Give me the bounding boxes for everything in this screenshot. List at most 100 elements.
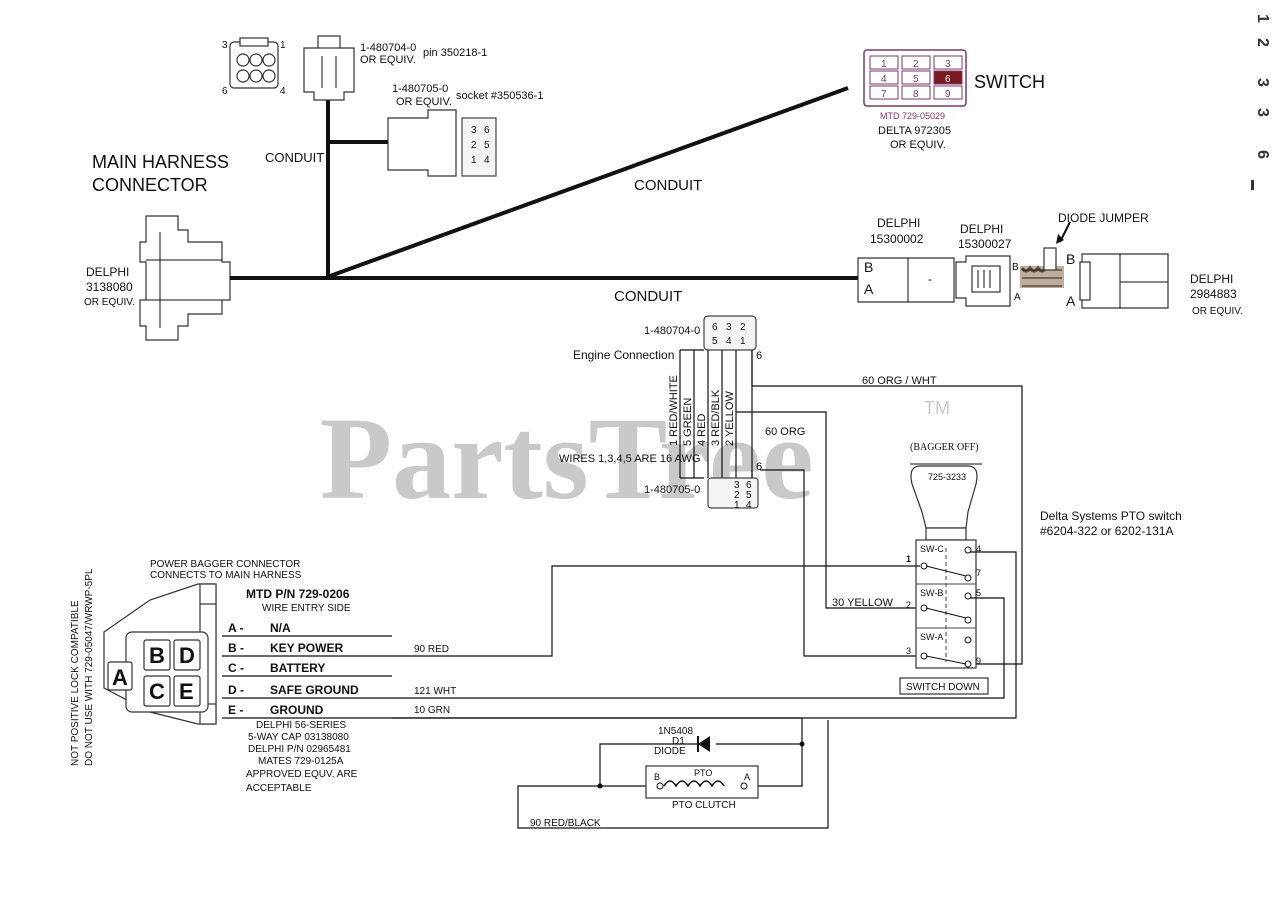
pto-clutch: 1N5408 D1 DIODE B A PTO PTO CLUTCH 90 RE… — [392, 717, 829, 829]
cavity-letter: D — [179, 643, 195, 668]
pin-label: 1 — [906, 554, 911, 564]
wire-label: 5 GREEN — [682, 398, 694, 446]
pin-label: 5 — [484, 140, 490, 151]
pin-label: 6 — [746, 480, 752, 491]
bagger-note: DELPHI P/N 02965481 — [248, 744, 351, 755]
switch-down-label: SWITCH DOWN — [906, 682, 980, 693]
clutch-box — [645, 765, 759, 799]
connector-15300027 — [955, 255, 1011, 307]
watermark-tm: TM — [924, 398, 950, 418]
pin-label: 6 — [484, 125, 490, 136]
row-name: N/A — [270, 621, 291, 635]
switch-pin: 8 — [913, 89, 919, 100]
bagger-note: APPROVED EQUV. ARE — [246, 769, 358, 780]
conn-480704-label: 1-480704-0 — [360, 42, 416, 54]
wire-90-red-black: 90 RED/BLACK — [530, 818, 601, 829]
top-harness: MAIN HARNESS CONNECTOR DELPHI 3138080 OR… — [84, 35, 1243, 341]
power-bagger-connector: POWER BAGGER CONNECTOR CONNECTS TO MAIN … — [70, 551, 1017, 794]
wire-60-org: 60 ORG — [765, 426, 805, 438]
switch-contacts — [920, 546, 972, 668]
awg-note: WIRES 1,3,4,5 ARE 16 AWG — [559, 453, 700, 465]
wire-label: 3 RED/BLK — [710, 389, 722, 446]
pin-label: B — [1012, 262, 1019, 273]
switch-title: SWITCH — [974, 72, 1045, 92]
delphi-15300027-l2: 15300027 — [958, 237, 1012, 251]
row-pin: D - — [228, 683, 244, 697]
delphi-2984883-l3: OR EQUIV. — [1192, 306, 1243, 317]
margin-marks: 1 2 3 3 6 — [1248, 0, 1271, 200]
pin-label: B — [864, 259, 873, 275]
connector-480704-face: 3 1 6 4 — [222, 37, 286, 97]
row-name: SAFE GROUND — [270, 683, 359, 697]
pto-switch: (BAGGER OFF) 725-3233 SW-C SW-B SW-A 1 2… — [899, 442, 1182, 695]
switch-down-box — [899, 677, 989, 695]
cavity-letter: B — [149, 643, 165, 668]
switch-section: SW-A — [920, 632, 943, 642]
row-name: KEY POWER — [270, 641, 343, 655]
bagger-side-note-1: NOT POSITIVE LOCK COMPATIBLE — [70, 600, 81, 766]
connector-15300002 — [857, 257, 955, 303]
pin-label: 2 — [734, 490, 740, 501]
delphi-2984883-l1: DELPHI — [1190, 272, 1233, 286]
pin-label: 5 — [712, 336, 718, 347]
pin-label: 6 — [222, 86, 228, 97]
switch-pin: 7 — [881, 89, 887, 100]
knob-part: 725-3233 — [928, 472, 966, 482]
diode-jumper-label: DIODE JUMPER — [1058, 211, 1149, 225]
bagger-wire-entry: WIRE ENTRY SIDE — [262, 603, 351, 614]
pin-label: A — [864, 281, 874, 297]
pin-label: 6 — [756, 461, 762, 473]
engine-conn-bottom-label: 1-480705-0 — [644, 484, 700, 496]
pin-label: 3 — [222, 40, 228, 51]
switch-connector — [863, 49, 967, 107]
row-pin: E - — [228, 703, 243, 717]
delphi-15300027-l1: DELPHI — [960, 222, 1003, 236]
main-connector-part: 3138080 — [86, 280, 133, 294]
pin-label: 6 — [756, 350, 762, 362]
pin-label: 4 — [976, 544, 981, 554]
pin-label: B — [654, 772, 660, 782]
pin-label: 4 — [726, 336, 732, 347]
margin-mark: 6 — [1254, 150, 1271, 159]
bagger-mtd: MTD P/N 729-0206 — [246, 587, 350, 601]
pin-label: 1 — [471, 155, 477, 166]
conduit-label-3: CONDUIT — [614, 288, 682, 305]
diode-jumper — [1020, 221, 1071, 288]
pin-label: 5 — [746, 490, 752, 501]
pin-label: 1 — [734, 500, 740, 511]
bagger-note: DELPHI 56-SERIES — [256, 720, 346, 731]
pin-label: 3 — [471, 125, 477, 136]
pin-label: B — [1066, 251, 1075, 267]
conn-480705-equiv: OR EQUIV. — [396, 96, 452, 108]
switch-pin: 6 — [945, 74, 951, 85]
engine-conn-top — [703, 315, 757, 351]
pin-label: 2 — [471, 140, 477, 151]
pin-label: 9 — [976, 656, 981, 666]
pto-desc-1: Delta Systems PTO switch — [1040, 509, 1182, 523]
bagger-title-1: POWER BAGGER CONNECTOR — [150, 559, 300, 570]
switch-pin: 3 — [945, 59, 951, 70]
switch-pin: 9 — [945, 89, 951, 100]
wire-60-org-wht: 60 ORG / WHT — [862, 375, 937, 387]
wire-10-grn: 10 GRN — [414, 705, 450, 716]
engine-conn-bottom — [707, 477, 759, 509]
wire-label: 1 RED/WHITE — [668, 375, 680, 446]
pin-label: A — [1066, 293, 1076, 309]
bagger-side-note-2: DO NOT USE WITH 729-05047/WRWP-5PL — [84, 568, 95, 766]
pto-clutch-label: PTO CLUTCH — [672, 800, 736, 811]
row-pin: C - — [228, 661, 244, 675]
wire-121-wht: 121 WHT — [414, 686, 456, 697]
pin-label: 1 — [280, 40, 286, 51]
delphi-15300002-l1: DELPHI — [877, 216, 920, 230]
engine-connection-label: Engine Connection — [573, 348, 674, 362]
knob-stem — [925, 527, 967, 541]
margin-mark: 3 — [1254, 108, 1271, 117]
pin-label: 3 — [726, 322, 732, 333]
connector-480705 — [387, 109, 497, 177]
diode-label: DIODE — [654, 746, 686, 757]
delphi-15300002-l2: 15300002 — [870, 232, 924, 246]
pto-desc-2: #6204-322 or 6202-131A — [1040, 524, 1173, 538]
switch-pin: 2 — [913, 59, 919, 70]
main-connector-delphi: DELPHI — [86, 265, 129, 279]
